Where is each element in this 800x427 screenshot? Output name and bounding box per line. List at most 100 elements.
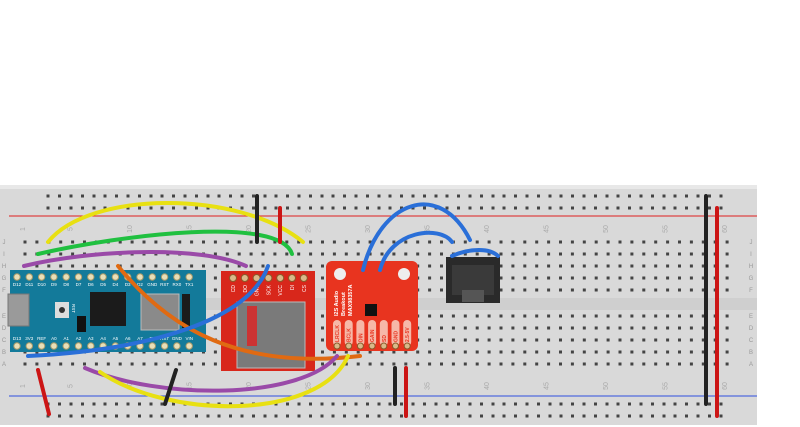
- hole: [202, 264, 205, 268]
- wire-black-gnd-nano[interactable]: [163, 368, 178, 406]
- rail-hole: [172, 206, 175, 210]
- nano-pin: [50, 342, 58, 350]
- hole: [190, 362, 194, 366]
- nano-pin: [62, 273, 70, 281]
- i2s-pin-pad: [391, 320, 400, 346]
- hole: [630, 314, 634, 318]
- hole: [475, 362, 479, 366]
- wire-yellow-top[interactable]: [46, 201, 305, 244]
- wire-blue-jack-3[interactable]: [450, 248, 500, 258]
- rail-hole: [605, 414, 609, 418]
- rail-hole: [81, 206, 84, 210]
- hole: [678, 276, 681, 280]
- wire-red-5v[interactable]: [36, 368, 51, 416]
- hole: [487, 240, 491, 244]
- hole: [618, 252, 622, 256]
- rail-hole: [548, 402, 552, 406]
- audio-jack[interactable]: [446, 257, 500, 303]
- nano-pin-label: A6: [125, 336, 131, 341]
- nano-pin-label: D4: [113, 282, 119, 287]
- hole: [654, 314, 658, 318]
- hole: [535, 362, 539, 366]
- rail-hole: [594, 206, 597, 210]
- hole: [463, 362, 467, 366]
- column-number: 50: [603, 382, 610, 390]
- nano-pin: [13, 273, 21, 281]
- rail-hole: [491, 414, 495, 418]
- rail-hole: [548, 206, 552, 210]
- rail-hole: [651, 402, 654, 406]
- hole: [428, 240, 432, 244]
- rail-hole: [388, 194, 392, 198]
- rail-hole: [594, 414, 597, 418]
- hole: [535, 326, 539, 330]
- rail-hole: [229, 402, 232, 406]
- rail-hole: [206, 414, 210, 418]
- rail-hole: [594, 194, 597, 198]
- wire-blue-jack-1[interactable]: [361, 202, 472, 272]
- rail-hole: [69, 414, 73, 418]
- rail-hole: [286, 402, 289, 406]
- wire-blue-nano[interactable]: [26, 264, 270, 358]
- column-number: 30: [365, 225, 372, 233]
- nano-pin: [148, 342, 157, 350]
- hole: [499, 350, 503, 354]
- hole: [725, 350, 729, 354]
- wire-purple-bottom[interactable]: [83, 354, 339, 393]
- wire-orange[interactable]: [116, 264, 362, 361]
- nano-pin-label: D3: [125, 282, 131, 287]
- hole: [487, 314, 491, 318]
- rail-hole: [423, 194, 426, 198]
- rail-hole: [537, 206, 540, 210]
- rail-hole: [491, 206, 495, 210]
- wire-yellow-bottom[interactable]: [98, 354, 350, 409]
- hole: [570, 276, 574, 280]
- rail-hole: [286, 194, 289, 198]
- rail-hole: [662, 194, 666, 198]
- rail-hole: [309, 402, 312, 406]
- column-number: 55: [663, 382, 670, 390]
- rail-hole: [115, 414, 118, 418]
- hole: [547, 314, 551, 318]
- hole: [701, 350, 705, 354]
- rail-hole: [331, 402, 335, 406]
- rail-hole: [400, 402, 403, 406]
- row-letter: G: [749, 276, 754, 282]
- hole: [463, 240, 467, 244]
- hole: [547, 350, 551, 354]
- hole: [428, 252, 432, 256]
- nano-pin-label: D10: [37, 282, 46, 287]
- rail-hole: [103, 402, 107, 406]
- hole: [582, 240, 586, 244]
- nano-pin-label: D13: [13, 336, 22, 341]
- i2s-pin: [333, 342, 341, 350]
- hole: [166, 240, 170, 244]
- wire-purple-top[interactable]: [22, 250, 248, 268]
- hole: [666, 314, 670, 318]
- hole: [582, 264, 586, 268]
- column-number: 30: [365, 382, 372, 390]
- hole: [463, 338, 467, 342]
- hole: [225, 240, 229, 244]
- rail-hole: [286, 206, 289, 210]
- hole: [392, 240, 396, 244]
- hole: [594, 362, 598, 366]
- rail-hole: [195, 194, 198, 198]
- hole: [618, 288, 622, 292]
- nano-pin-label: D2: [137, 282, 143, 287]
- wire-blue-jack-2[interactable]: [378, 230, 454, 272]
- hole: [642, 362, 646, 366]
- hole: [559, 326, 562, 330]
- hole: [618, 338, 622, 342]
- hole: [606, 288, 610, 292]
- rail-hole: [480, 414, 483, 418]
- rail-hole: [639, 194, 643, 198]
- rail-hole: [354, 194, 358, 198]
- rail-hole: [434, 414, 438, 418]
- hole: [594, 240, 598, 244]
- hole: [559, 276, 562, 280]
- rail-hole: [491, 402, 495, 406]
